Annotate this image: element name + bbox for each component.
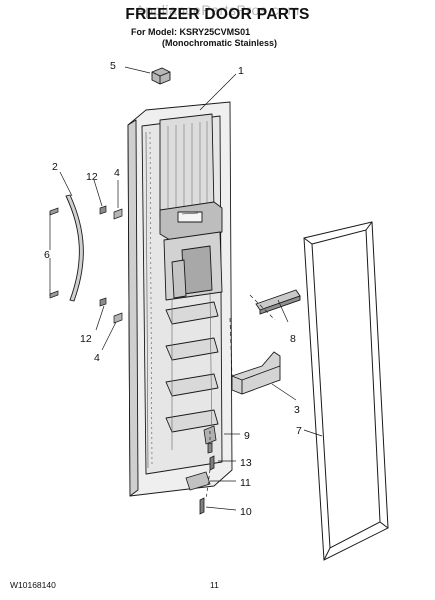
callout-labels: 5 1 2 12 4 6 12 4 8 3 9 13 11 10 7 [44, 60, 302, 518]
handle-screws [49, 207, 59, 299]
callout-6: 6 [44, 249, 50, 261]
callout-4-upper: 4 [114, 167, 120, 179]
page-title: FREEZER DOOR PARTS [125, 6, 310, 23]
callout-3: 3 [294, 404, 300, 416]
callout-5: 5 [110, 60, 116, 72]
page-number: 11 [210, 580, 219, 590]
freezer-door-assembly [127, 101, 233, 497]
callout-7: 7 [296, 425, 302, 437]
gasket-channel [145, 131, 153, 469]
top-clip-part [151, 67, 171, 85]
door-gasket [303, 221, 389, 561]
callout-8: 8 [290, 333, 296, 345]
trim-strip [255, 289, 301, 315]
callout-12-upper: 12 [86, 171, 98, 183]
document-number: W10168140 [10, 580, 56, 590]
watermark-text: AppliancePartsPros.com [135, 2, 300, 18]
door-bin [231, 351, 281, 395]
callout-2: 2 [52, 161, 58, 173]
door-shelf-supports [165, 301, 219, 433]
callout-11: 11 [240, 477, 251, 489]
leader-lines [49, 66, 323, 511]
door-handle [65, 194, 84, 302]
callout-1: 1 [238, 65, 244, 77]
callout-9: 9 [244, 430, 250, 442]
callout-12-lower: 12 [80, 333, 92, 345]
model-line: For Model: KSRY25CVMS01 [131, 27, 251, 37]
variant-line: (Monochromatic Stainless) [162, 38, 278, 48]
callout-13: 13 [240, 457, 252, 469]
callout-4-lower: 4 [94, 352, 100, 364]
screw-and-plug-parts [99, 205, 123, 324]
callout-10: 10 [240, 506, 252, 518]
hinge-parts [185, 425, 217, 515]
